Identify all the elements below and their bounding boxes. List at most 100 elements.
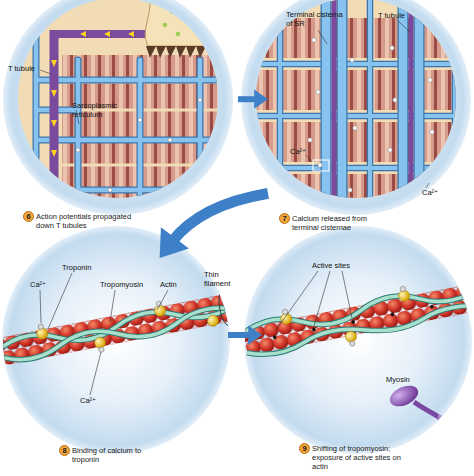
callout-number: 6 bbox=[23, 211, 34, 222]
part-label: Myosin bbox=[386, 375, 410, 384]
active-site bbox=[312, 328, 316, 332]
arrow-shaft bbox=[228, 332, 251, 338]
part-label: Troponin bbox=[62, 263, 91, 272]
leader-line bbox=[40, 70, 51, 74]
flow-arrow bbox=[228, 325, 262, 344]
fiber-surface bbox=[10, 0, 240, 210]
callout-number: 7 bbox=[279, 213, 290, 224]
active-site bbox=[273, 335, 277, 339]
calcium-dot bbox=[428, 78, 432, 82]
sr-outline bbox=[36, 30, 232, 210]
sarcoplasmic-reticulum bbox=[36, 30, 232, 210]
tropomyosin bbox=[0, 295, 241, 356]
step-panel: Calcium released from terminal cisternae bbox=[268, 0, 474, 248]
vesicle bbox=[170, 10, 174, 14]
part-label: T tubule bbox=[378, 11, 405, 20]
leader-line bbox=[306, 155, 312, 162]
t-tubule bbox=[54, 30, 152, 38]
leader-line bbox=[157, 290, 168, 310]
myosin-neck bbox=[414, 402, 440, 418]
part-label: T tubule bbox=[8, 64, 35, 73]
leader-line bbox=[276, 271, 318, 330]
calcium-ion bbox=[400, 286, 406, 292]
calcium-dot bbox=[350, 58, 354, 62]
arrow-head bbox=[160, 227, 189, 258]
step-panel: Binding of calcium to troponin bbox=[0, 258, 228, 474]
fiber-interior bbox=[248, 0, 470, 214]
leader-line bbox=[90, 352, 101, 395]
calcium-dot bbox=[198, 98, 202, 102]
step-caption: Action potentials propagated down T tubu… bbox=[36, 212, 144, 230]
ap-arrow bbox=[51, 150, 57, 157]
axon-terminal bbox=[145, 0, 222, 46]
leader-line bbox=[48, 273, 72, 329]
t-tubule bbox=[334, 0, 411, 210]
step-panel: Action potentials propagated down T tubu… bbox=[0, 0, 238, 248]
calcium-dot bbox=[318, 163, 322, 167]
ap-arrow bbox=[80, 31, 86, 37]
calcium-dot bbox=[76, 148, 80, 152]
ap-arrow bbox=[51, 90, 57, 97]
calcium-dot bbox=[353, 126, 357, 130]
step-caption: Shifting of tropomyosin; exposure of act… bbox=[312, 444, 404, 471]
vesicle bbox=[176, 32, 180, 36]
troponin bbox=[207, 314, 220, 327]
step-caption: Binding of calcium to troponin bbox=[72, 446, 144, 464]
leader-line bbox=[426, 183, 429, 188]
active-site bbox=[430, 305, 434, 309]
sr-outline bbox=[250, 0, 470, 210]
part-label: Sarcoplasmic reticulum bbox=[72, 101, 128, 119]
arrow-shaft bbox=[238, 96, 257, 102]
calcium-dot bbox=[438, 38, 442, 42]
step-panel: Shifting of tropomyosin; exposure of act… bbox=[262, 250, 474, 474]
part-label: Thin filament bbox=[204, 270, 238, 288]
calcium-dot bbox=[390, 46, 394, 50]
calcium-dot bbox=[308, 138, 312, 142]
zoom-box bbox=[313, 160, 329, 171]
vesicle bbox=[163, 23, 167, 27]
callout-number: 8 bbox=[59, 445, 70, 456]
callout-number: 9 bbox=[299, 443, 310, 454]
leader-line bbox=[40, 290, 41, 323]
cisterna-outline bbox=[326, 0, 419, 210]
calcium-ion bbox=[98, 347, 104, 353]
calcium-dot bbox=[393, 98, 397, 102]
active-site bbox=[390, 312, 394, 316]
arrow-shaft bbox=[172, 193, 268, 241]
myofibril-gap bbox=[62, 82, 232, 165]
myosin-tail bbox=[438, 416, 474, 444]
ap-arrow bbox=[128, 31, 134, 37]
thin-filament-drawing bbox=[240, 271, 474, 444]
part-label: Terminal cisterna of SR bbox=[286, 10, 346, 28]
tropomyosin bbox=[246, 301, 474, 359]
part-label: Tropomyosin bbox=[100, 280, 143, 289]
ap-arrow bbox=[104, 31, 110, 37]
calcium-dot bbox=[108, 188, 112, 192]
myofibril bbox=[248, 174, 468, 214]
leader-line bbox=[318, 30, 327, 44]
thin-filament-drawing bbox=[0, 286, 244, 371]
arrow-head bbox=[248, 325, 262, 344]
calcium-ion bbox=[349, 341, 355, 347]
actin bbox=[0, 292, 243, 366]
leader-line bbox=[110, 290, 115, 322]
leader-line bbox=[398, 21, 410, 32]
step-caption: Calcium released from terminal cisternae bbox=[292, 214, 376, 232]
leader-line bbox=[342, 271, 352, 318]
tropomyosin-outline bbox=[246, 301, 474, 359]
tropomyosin bbox=[0, 303, 243, 364]
calcium-dot bbox=[426, 178, 430, 182]
tropomyosin-outline bbox=[0, 295, 241, 356]
junctional-folds bbox=[146, 46, 216, 58]
calcium-dot bbox=[168, 138, 172, 142]
calcium-dot bbox=[388, 148, 392, 152]
calcium-dot bbox=[316, 90, 320, 94]
calcium-dot bbox=[312, 38, 316, 42]
thin-filament bbox=[0, 286, 244, 371]
part-label: Ca²⁺ bbox=[30, 280, 46, 289]
flow-arrow bbox=[238, 90, 268, 109]
calcium-ion bbox=[38, 324, 44, 330]
arrow-head bbox=[254, 90, 268, 109]
